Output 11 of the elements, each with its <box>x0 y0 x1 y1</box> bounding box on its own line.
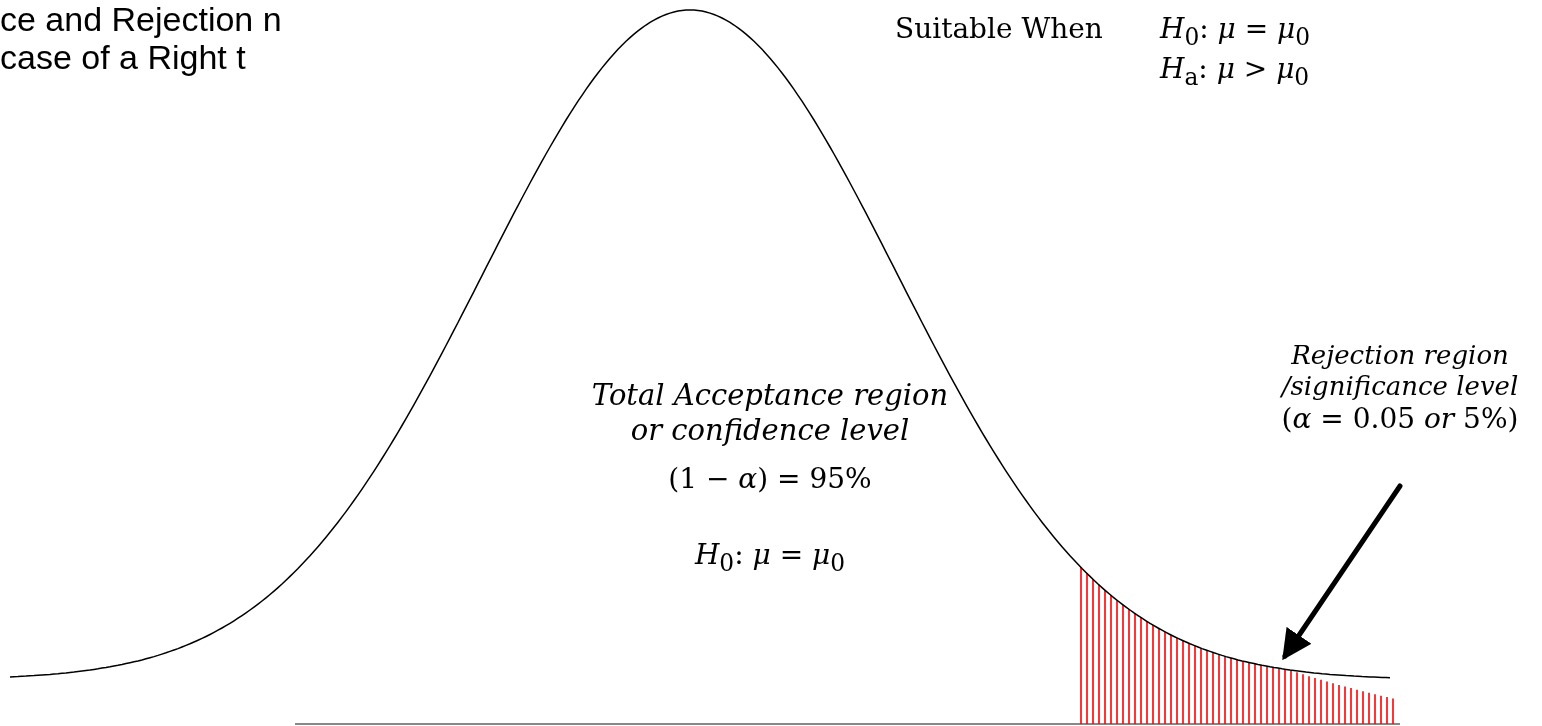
formula: (α = 0.05 or 5%) <box>1280 402 1520 436</box>
title: ce and Rejection n case of a Right t <box>0 0 283 77</box>
formula: (1 − α) = 95% <box>667 462 873 496</box>
hypothesis-formula: H$_{a}$: μ > μ$_{0}$ <box>1160 52 1310 91</box>
region-label: Total Acceptance region or confidence level <box>590 378 950 448</box>
note-text: Suitable When <box>895 12 1103 46</box>
arrow <box>1282 483 1403 661</box>
hatched-region <box>1080 566 1394 725</box>
region-label: Rejection region /significance level <box>1279 340 1520 403</box>
hypothesis-formula: H$_{0}$: μ = μ$_{0}$ <box>1160 12 1311 51</box>
hypothesis-formula: H$_{0}$: μ = μ$_{0}$ <box>693 538 847 577</box>
